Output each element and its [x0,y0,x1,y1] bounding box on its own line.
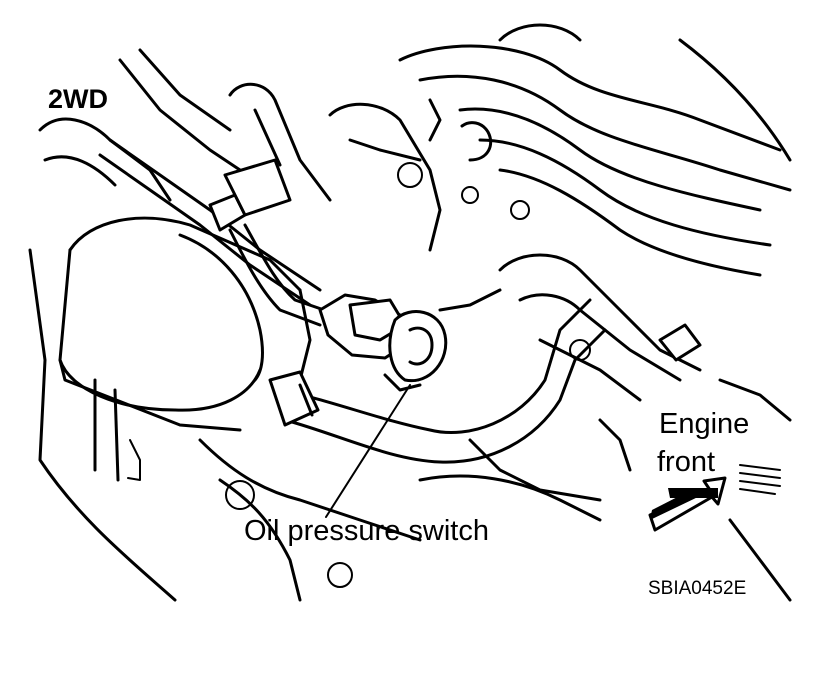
direction-label-line2: front [657,446,716,478]
arrow-up-right-icon [648,476,727,532]
lower-engine-block [198,378,792,602]
oil-pressure-switch [318,288,502,392]
coolant-hose [268,253,702,464]
direction-label-line1: Engine [659,408,750,440]
wiring-harness [98,138,332,327]
callout-leader-line [325,384,411,518]
figure-code: SBIA0452E [648,578,747,599]
engine-block [38,23,792,277]
oil-filter [28,216,312,602]
callout-label: Oil pressure switch [244,515,489,547]
variant-label: 2WD [48,84,108,114]
